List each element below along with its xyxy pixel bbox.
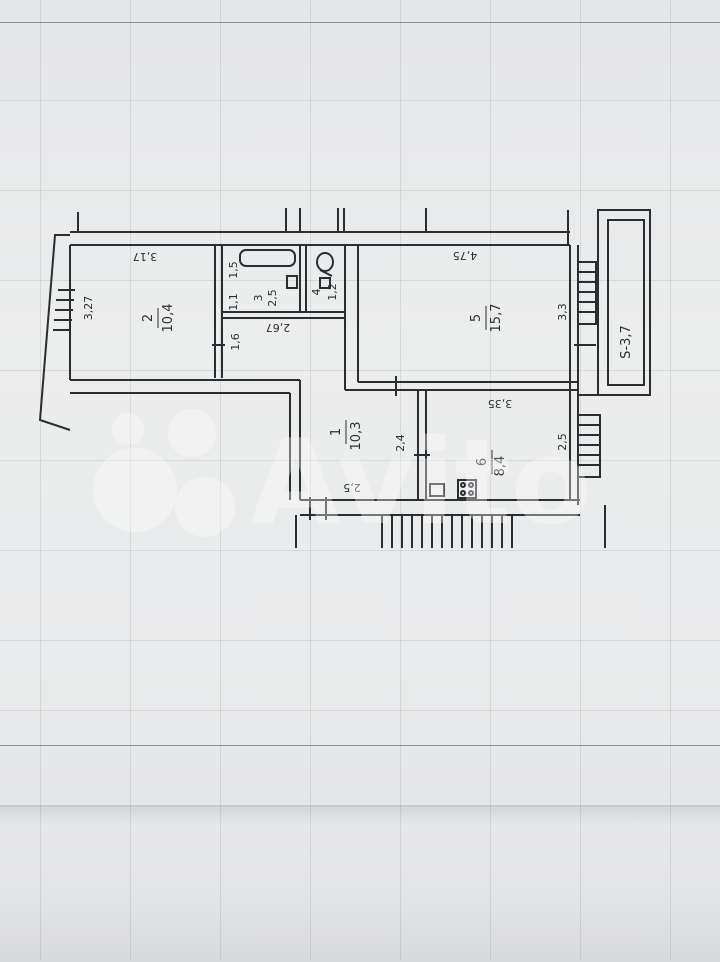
dim-2-4: 2,4 <box>394 434 407 452</box>
room-3-number: 3 <box>252 295 265 302</box>
room-4-area: 1,2 <box>326 283 339 301</box>
dim-2-67: 2,67 <box>266 321 291 334</box>
room-3-area: 2,5 <box>266 289 279 307</box>
dim-3-17: 3,17 <box>133 250 158 263</box>
room-2-area: 10,4 <box>161 304 176 333</box>
room-2-number: 2 <box>141 314 156 322</box>
dim-1-1: 1,1 <box>227 293 240 311</box>
dimension-labels: 3,17 3,27 1,5 1,1 4,75 3,3 1,6 2,67 3,35… <box>82 249 634 494</box>
walls <box>38 208 651 548</box>
dim-2-5-hall: 2,5 <box>343 481 361 494</box>
room-1-number: 1 <box>329 428 344 436</box>
room-1-area: 10,3 <box>349 422 364 451</box>
room-6-number: 6 <box>475 458 490 466</box>
frame-bottom-line <box>0 745 720 746</box>
dim-3-3: 3,3 <box>556 303 569 321</box>
dim-4-75: 4,75 <box>453 249 478 262</box>
frame-top-line <box>0 22 720 23</box>
dim-2-5: 2,5 <box>556 433 569 451</box>
room-5-number: 5 <box>469 314 484 322</box>
room-6-area: 8,4 <box>493 456 508 477</box>
dim-1-6: 1,6 <box>229 333 242 351</box>
room-4-number: 4 <box>310 289 323 296</box>
dim-3-35: 3,35 <box>488 397 513 410</box>
dim-1-5: 1,5 <box>227 261 240 279</box>
balcony-area: S-3,7 <box>619 325 634 359</box>
dim-3-27: 3,27 <box>82 296 95 321</box>
paper-fold <box>0 805 720 962</box>
room-labels: 2 10,4 3 2,5 4 1,2 5 15,7 1 10,3 6 8,4 <box>141 283 508 476</box>
room-5-area: 15,7 <box>489 304 504 333</box>
